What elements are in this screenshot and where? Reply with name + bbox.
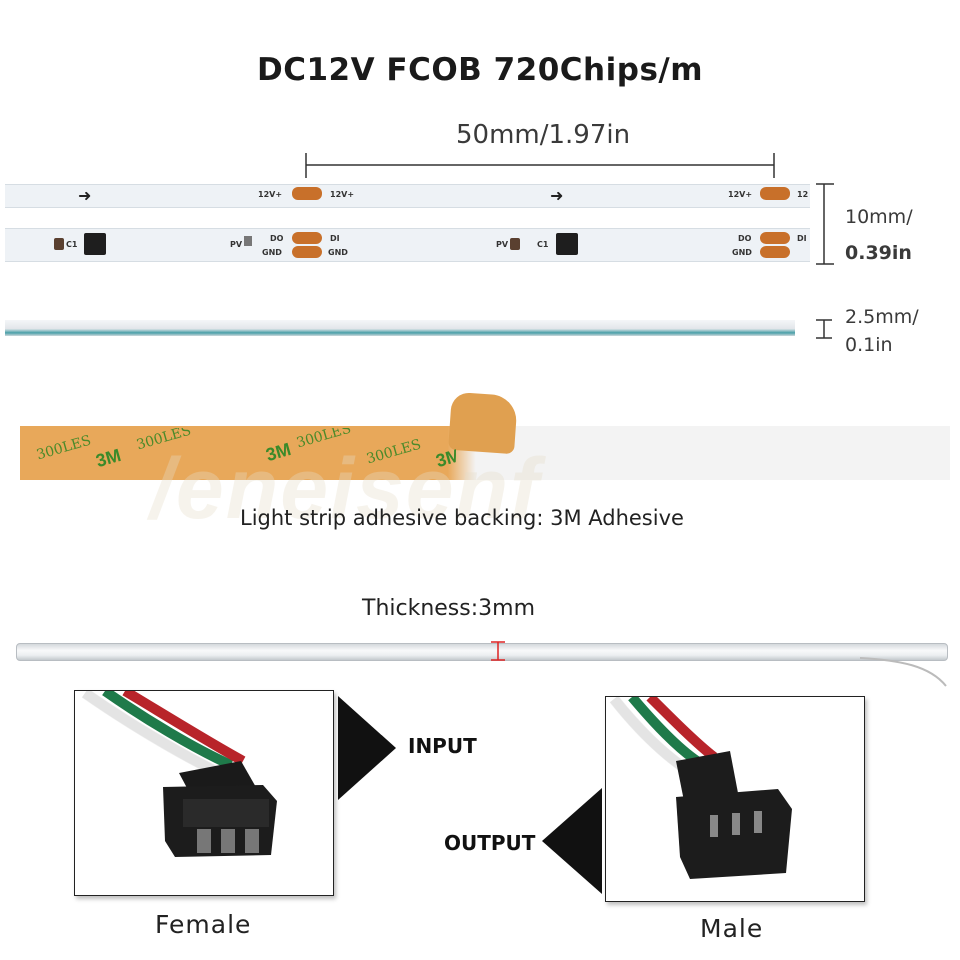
- brand-watermark: /eneisenf: [150, 441, 541, 537]
- pcb-label-12v: 12V+: [330, 190, 355, 199]
- strip-thickness-label: 0.1in: [845, 334, 893, 356]
- pcb-label-12v: 12: [797, 190, 809, 199]
- output-label: OUTPUT: [444, 831, 536, 855]
- input-arrow-icon: [338, 696, 396, 800]
- female-connector-icon: [81, 691, 277, 857]
- pcb-label-do: DO: [738, 234, 752, 243]
- led-strip-pcb: [5, 228, 810, 262]
- pcb-label-di: DI: [330, 234, 340, 243]
- ic-chip-icon: [556, 233, 578, 255]
- male-connector-icon: [609, 697, 792, 879]
- adhesive-caption: Light strip adhesive backing: 3M Adhesiv…: [240, 506, 684, 530]
- output-arrow-icon: [542, 788, 602, 894]
- segment-length-label: 50mm/1.97in: [456, 120, 631, 150]
- solder-pad-12v: [292, 187, 322, 200]
- ic-chip-icon: [84, 233, 106, 255]
- led-strip-top: [5, 184, 810, 208]
- solder-pad-data: [760, 232, 790, 244]
- strip-side-profile: [5, 320, 795, 336]
- female-connector-box: [74, 690, 334, 896]
- pcb-label-pv: PV: [496, 240, 509, 249]
- strip-curve: [860, 657, 947, 687]
- direction-arrow-icon: ➜: [550, 188, 564, 205]
- pcb-label-pv: PV: [230, 240, 243, 249]
- solder-pad-gnd: [760, 246, 790, 258]
- pcb-label-di: DI: [797, 234, 807, 243]
- pcb-label-c1: C1: [537, 240, 549, 249]
- page-title: DC12V FCOB 720Chips/m: [256, 52, 704, 88]
- thickness-label: Thickness:3mm: [362, 596, 536, 621]
- strip-thickness-marker: [816, 319, 832, 339]
- solder-pad-data: [292, 232, 322, 244]
- thickness-marker: [491, 641, 505, 661]
- strip-thickness-profile: [16, 643, 948, 661]
- male-connector-box: [605, 696, 865, 902]
- pcb-label-c1: C1: [66, 240, 78, 249]
- width-dimension-label: 10mm/: [845, 206, 913, 228]
- pcb-label-12v: 12V+: [728, 190, 753, 199]
- solder-pad-gnd: [292, 246, 322, 258]
- direction-arrow-icon: ➜: [78, 188, 92, 205]
- width-dimension-bracket: [816, 183, 834, 265]
- width-dimension-label: 0.39in: [845, 242, 912, 264]
- male-label: Male: [700, 914, 764, 943]
- pcb-label-gnd: GND: [328, 248, 348, 257]
- pcb-label-gnd: GND: [732, 248, 752, 257]
- solder-pad-12v: [760, 187, 790, 200]
- pcb-label-do: DO: [270, 234, 284, 243]
- segment-length-arrow: [305, 153, 775, 178]
- input-label: INPUT: [408, 734, 477, 758]
- capacitor-icon: [510, 238, 520, 250]
- pcb-label-12v: 12V+: [258, 190, 283, 199]
- pcb-label-gnd: GND: [262, 248, 282, 257]
- resistor-icon: [244, 236, 252, 246]
- capacitor-icon: [54, 238, 64, 250]
- female-label: Female: [155, 910, 252, 939]
- strip-thickness-label: 2.5mm/: [845, 306, 919, 328]
